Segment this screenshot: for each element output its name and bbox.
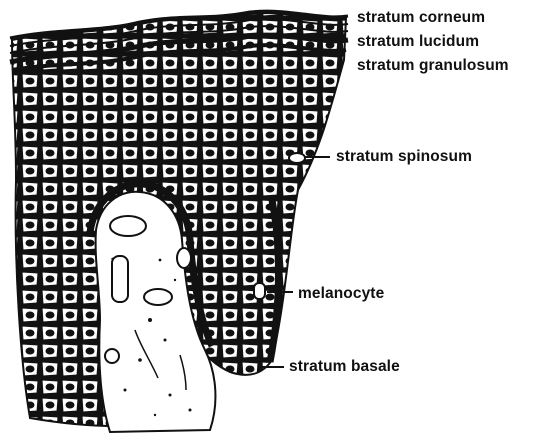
papilla-cell xyxy=(177,248,191,268)
melanocyte-cell xyxy=(254,283,265,299)
label-stratum-granulosum: stratum granulosum xyxy=(357,57,509,75)
spinosum-cell xyxy=(289,153,305,163)
label-melanocyte: melanocyte xyxy=(298,285,384,303)
papilla-cell-lower xyxy=(105,349,119,363)
label-stratum-lucidum: stratum lucidum xyxy=(357,33,479,51)
label-stratum-basale: stratum basale xyxy=(289,358,400,376)
label-stratum-spinosum: stratum spinosum xyxy=(336,148,472,166)
label-stratum-corneum: stratum corneum xyxy=(357,9,485,27)
